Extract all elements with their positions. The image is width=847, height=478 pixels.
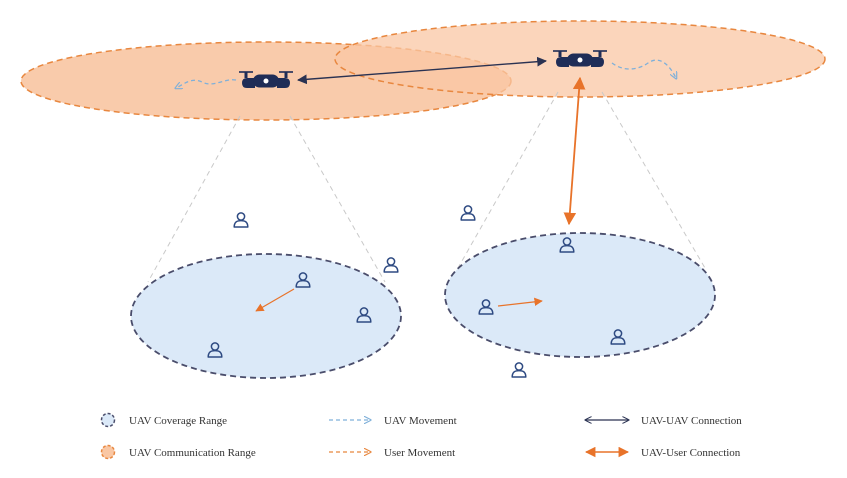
coverage-range-left — [130, 253, 402, 379]
uav-user-connection-line — [563, 76, 586, 226]
uav-movement-path-left — [176, 79, 237, 88]
user-icon — [511, 362, 527, 378]
legend-coverage-label: UAV Coverage Range — [129, 415, 227, 427]
user-icon — [460, 205, 476, 221]
legend-communication-label: UAV Communication Range — [129, 447, 256, 459]
legend-user-movement-label: User Movement — [384, 447, 455, 459]
legend: UAV Coverage Range UAV Communication Ran… — [100, 412, 742, 460]
legend-uav-user-label: UAV-User Connection — [641, 447, 741, 459]
legend-coverage-swatch — [100, 412, 116, 428]
legend-communication-swatch — [100, 444, 116, 460]
user-icon — [233, 212, 249, 228]
projection-lines — [147, 91, 706, 283]
uav-uav-connection-line — [297, 56, 547, 85]
coverage-range-right — [444, 232, 716, 358]
user-icon — [383, 257, 399, 273]
user-movement-arrow-right — [497, 297, 543, 307]
legend-uav-movement-label: UAV Movement — [384, 415, 457, 427]
uav-movement-path-right — [611, 59, 676, 78]
legend-uav-uav-label: UAV-UAV Connection — [641, 415, 742, 427]
user-movement-arrow-left — [255, 288, 295, 312]
